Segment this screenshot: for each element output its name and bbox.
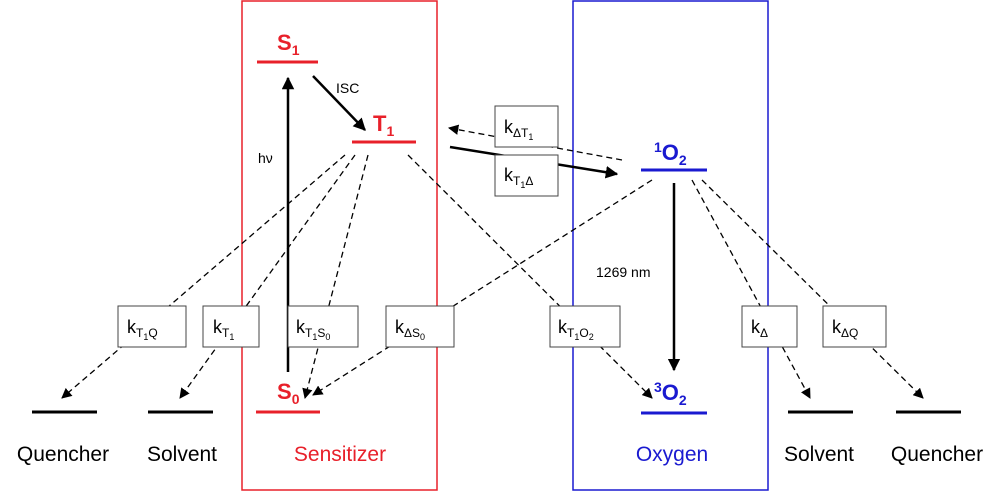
emission-label: 1269 nm <box>596 264 650 280</box>
t1-to-triplet-oxygen-arrow <box>407 154 653 399</box>
sensitizer-label: Sensitizer <box>294 443 386 466</box>
rate-box-k-delta-t1: kΔT1 <box>494 105 559 148</box>
svg-text:kT1: kT1 <box>213 317 234 342</box>
solvent-left-label: Solvent <box>147 443 217 466</box>
t1-label: T1 <box>373 111 394 139</box>
svg-text:kΔ: kΔ <box>751 317 768 340</box>
triplet-oxygen-label: 3O2 <box>654 379 687 408</box>
svg-text:kT1S0: kT1S0 <box>296 317 330 342</box>
isc-arrow <box>312 75 366 131</box>
singlet-oxygen-to-solvent-arrow <box>691 179 811 399</box>
oxygen-frame <box>572 0 769 491</box>
svg-text:kT1Δ: kT1Δ <box>504 165 533 190</box>
solvent-right-label: Solvent <box>784 443 854 466</box>
singlet-oxygen-to-quencher-arrow <box>701 179 924 399</box>
t1-to-quencher-arrow <box>61 154 346 399</box>
sensitizer-frame <box>241 0 438 491</box>
s0-label: S0 <box>277 379 300 407</box>
absorption-label: hν <box>258 150 273 166</box>
rate-box-k-t1-delta: kT1Δ <box>494 154 559 197</box>
rate-box-k-delta: kΔ <box>741 305 798 348</box>
oxygen-label: Oxygen <box>636 443 708 466</box>
t1-to-s0-arrow <box>302 154 369 400</box>
svg-text:kΔS0: kΔS0 <box>395 317 425 342</box>
isc-label: ISC <box>336 80 359 96</box>
s1-label: S1 <box>277 30 300 58</box>
svg-text:kΔQ: kΔQ <box>832 317 858 340</box>
singlet-oxygen-label: 1O2 <box>654 139 687 168</box>
rate-box-k-t1o2: kT1O2 <box>549 305 621 348</box>
svg-text:kΔT1: kΔT1 <box>504 117 533 142</box>
singlet-oxygen-to-s0-arrow <box>312 179 653 396</box>
rate-box-k-t1s0: kT1S0 <box>287 305 359 348</box>
svg-text:kT1O2: kT1O2 <box>558 317 594 342</box>
quencher-left-label: Quencher <box>17 443 109 466</box>
rate-box-k-t1q: kT1Q <box>117 305 187 348</box>
svg-text:kT1Q: kT1Q <box>127 317 158 342</box>
rate-box-k-delta-q: kΔQ <box>822 305 887 348</box>
quencher-right-label: Quencher <box>891 443 983 466</box>
rate-box-k-delta-s0: kΔS0 <box>385 305 455 348</box>
t1-to-solvent-arrow <box>179 154 356 399</box>
rate-box-k-t1: kT1 <box>202 305 260 348</box>
